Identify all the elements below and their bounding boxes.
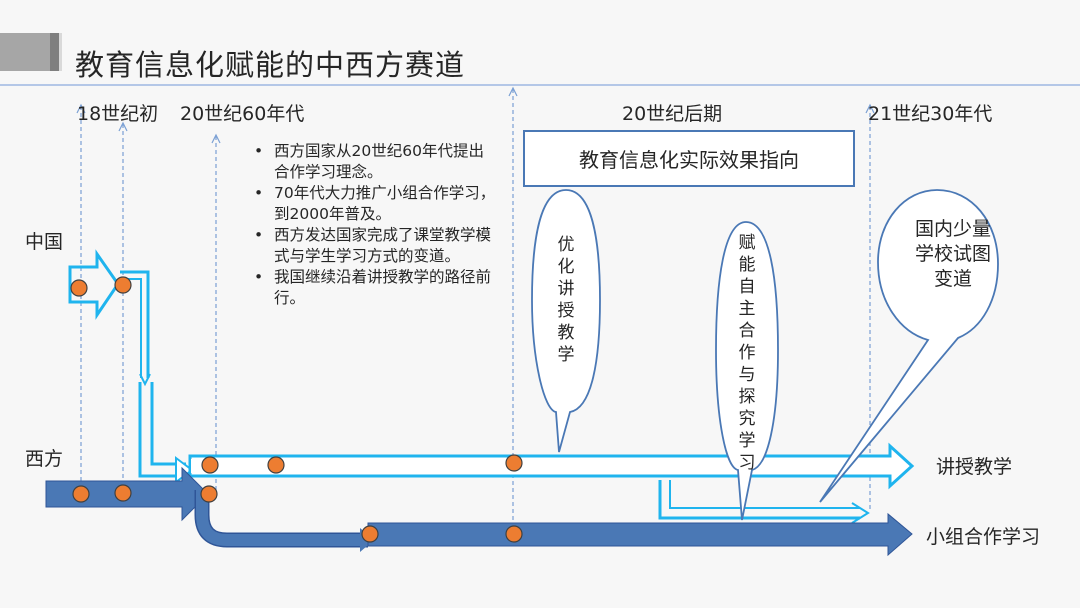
group-track-arrow [367, 512, 913, 557]
timeline-label-1: 18世纪初 [77, 103, 159, 125]
track-label-group: 小组合作学习 [926, 526, 1041, 548]
effect-direction-box: 教育信息化实际效果指向 [523, 130, 855, 187]
callout-domestic-text: 国内少量学校试图变道 [914, 218, 991, 290]
callout-domestic [819, 189, 999, 503]
track-label-lecture: 讲授教学 [936, 456, 1013, 478]
node [200, 485, 218, 503]
row-label-china: 中国 [25, 231, 64, 253]
bullet-item: 我国继续沿着讲授教学的路径前行。 [254, 267, 498, 309]
callout-optimize [531, 189, 601, 453]
callout-empower-text: 赋能自主合作与探究学习 [738, 233, 756, 473]
timeline-label-2: 20世纪60年代 [180, 103, 305, 125]
node [361, 525, 379, 543]
node [114, 484, 132, 502]
china-start-arrow [68, 249, 120, 320]
node [505, 454, 523, 472]
bullet-list: 西方国家从20世纪60年代提出合作学习理念。 70年代大力推广小组合作学习，到2… [254, 141, 498, 309]
callout-optimize-text: 优化讲授教学 [557, 235, 575, 365]
title-separator [59, 33, 62, 71]
title-accent-bar [0, 33, 50, 71]
node [505, 525, 523, 543]
row-label-west: 西方 [25, 448, 64, 470]
guide-arrowheads [76, 86, 875, 144]
bullet-item: 西方国家从20世纪60年代提出合作学习理念。 [254, 141, 498, 183]
node [267, 456, 285, 474]
title-accent-bar-dark [50, 33, 59, 71]
node [72, 485, 90, 503]
branch-track [658, 480, 860, 520]
node [201, 456, 219, 474]
west-bend [194, 490, 368, 548]
timeline-label-4: 21世纪30年代 [868, 103, 993, 125]
callout-empower [715, 221, 779, 521]
china-track-inner [126, 278, 142, 378]
timeline-nodes [70, 276, 523, 543]
bullet-item: 70年代大力推广小组合作学习，到2000年普及。 [254, 183, 498, 225]
page-title: 教育信息化赋能的中西方赛道 [75, 48, 466, 82]
title-rule [0, 84, 1080, 86]
china-track-outer [120, 270, 150, 378]
china-track-down [138, 382, 186, 478]
node [114, 276, 132, 294]
timeline-label-3: 20世纪后期 [622, 103, 723, 125]
bullet-item: 西方发达国家完成了课堂教学模式与学生学习方式的变道。 [254, 225, 498, 267]
node [70, 279, 88, 297]
